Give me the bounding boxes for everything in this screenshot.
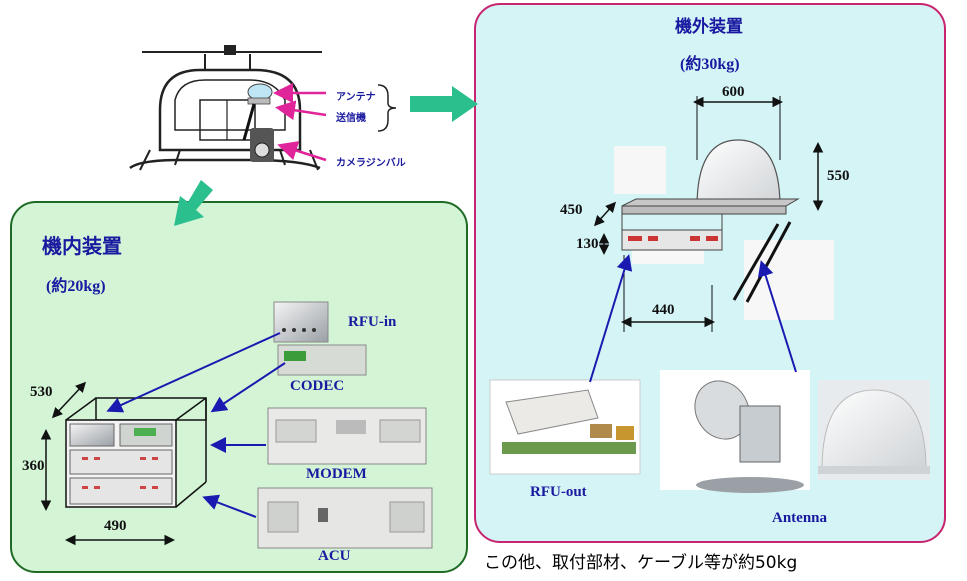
inside-panel-title: 機内装置 (42, 234, 122, 258)
heli-transmitter (247, 97, 271, 105)
dome-height-value: 550 (827, 168, 850, 184)
acu-label: ACU (318, 548, 351, 564)
rfu-out-pointer (589, 254, 633, 383)
transmitter-label: 送信機 (336, 113, 366, 124)
rack-modem-unit (69, 449, 173, 475)
depth-dimension-outside (593, 201, 617, 227)
helicopter-drawing (129, 45, 322, 171)
dome-width-value: 600 (722, 84, 745, 100)
base-length-value: 440 (652, 302, 675, 318)
antenna-label-outside: Antenna (772, 510, 828, 526)
grouping-brace (377, 84, 397, 132)
rack-acu-unit (69, 477, 173, 505)
outside-panel-weight: (約30kg) (680, 56, 740, 73)
footer-note: この他、取付部材、ケーブル等が約50kg (484, 553, 798, 573)
rfu-out-unit-drawing (621, 229, 723, 251)
inside-panel-weight: (約20kg) (46, 278, 106, 295)
rfu-in-pointer (106, 332, 281, 413)
depth-value-outside: 450 (560, 202, 583, 218)
base-plate-front (621, 205, 787, 215)
heli-antenna-dome (247, 83, 273, 101)
to-inside-arrow (174, 180, 213, 226)
base-height-value: 130 (576, 236, 599, 252)
inside-width-value: 490 (104, 518, 127, 534)
antenna-pointer-line (757, 260, 797, 373)
camera-gimbal-label: カメラジンバル (336, 158, 406, 169)
acu-pointer (202, 494, 257, 518)
radome-drawing (696, 139, 781, 208)
outside-drawing-bg-left (614, 146, 666, 194)
antenna-label: アンテナ (336, 92, 376, 103)
inside-depth-value: 530 (30, 384, 53, 400)
outside-panel-title: 機外装置 (675, 17, 743, 37)
rfu-out-label: RFU-out (530, 484, 587, 500)
depth-dimension-line (51, 381, 87, 419)
codec-pointer (210, 362, 286, 413)
codec-label: CODEC (290, 378, 345, 394)
rfu-in-label: RFU-in (348, 314, 397, 330)
rfu-in-photo (273, 301, 329, 343)
mount-strut-1 (732, 223, 780, 301)
inside-height-value: 360 (22, 458, 45, 474)
rack-rfu-in-unit (69, 423, 115, 447)
gimbal-pointer (277, 141, 327, 162)
modem-label: MODEM (306, 466, 367, 482)
transmitter-pointer (275, 100, 327, 121)
base-plate-top (621, 198, 800, 207)
to-outside-arrow (410, 86, 478, 122)
